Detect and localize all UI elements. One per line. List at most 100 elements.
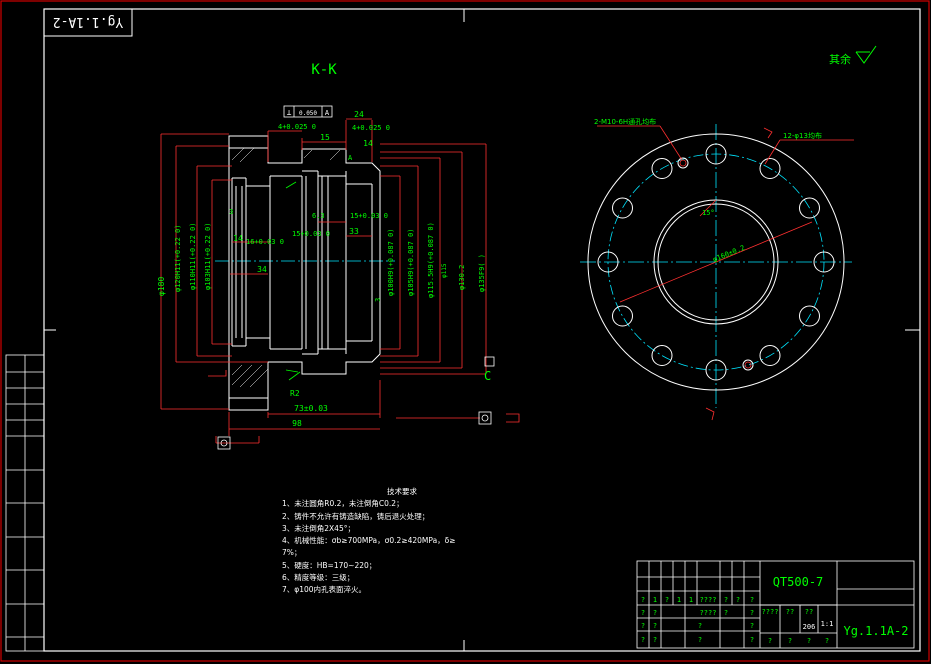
svg-text:?: ? bbox=[750, 622, 754, 630]
tech-item-2: 2、铸件不允许有铸造缺陷，铸后退火处理； bbox=[282, 511, 430, 521]
left-revision-table bbox=[5, 354, 45, 652]
title-block-texts: ? 1 ? 1 1 ???? ? ? ? ? ? ???? ? ? ? ? ? … bbox=[641, 596, 833, 645]
tech-item-4: 4、机械性能：σb≥700MPa，σ0.2≥420MPa，δ≥ bbox=[282, 536, 456, 546]
dim-4-right: 4+0.025 0 bbox=[352, 124, 390, 132]
technical-requirements: 技术要求 1、未注圆角R0.2，未注倒角C0.2； 2、铸件不允许有铸造缺陷，铸… bbox=[282, 486, 512, 597]
tech-item-5: 5、硬度：HB=170~220； bbox=[282, 560, 377, 570]
bolt-hole bbox=[651, 345, 673, 366]
dim-98: 98 bbox=[292, 419, 302, 428]
dim-r2: R2 bbox=[290, 389, 300, 398]
dim-6-3: 6.3 bbox=[312, 212, 325, 220]
svg-text:?: ? bbox=[750, 609, 754, 617]
bolt-hole bbox=[759, 345, 781, 366]
bolt-hole bbox=[651, 158, 673, 179]
bolt-holes bbox=[597, 143, 835, 381]
threaded-hole-bottom bbox=[742, 359, 754, 371]
tech-item-3: 3、未注倒角2X45°； bbox=[282, 523, 355, 533]
tech-requirements-title: 技术要求 bbox=[387, 487, 417, 496]
bolt-hole bbox=[705, 359, 727, 381]
tolerance-value: 0.050 bbox=[299, 110, 317, 117]
angle-label: 15° bbox=[702, 209, 715, 217]
bolt-hole bbox=[612, 305, 633, 327]
svg-text:????: ???? bbox=[700, 596, 717, 604]
roughness-symbol-icon bbox=[855, 45, 877, 64]
dim-4-left: 4+0.025 0 bbox=[278, 123, 316, 131]
datum-a-label: A bbox=[348, 154, 353, 162]
dim-15-tol-b: 15+0.03 0 bbox=[350, 212, 388, 220]
dim-d105: φ105H9(+0.087 0) bbox=[407, 229, 415, 296]
svg-text:1: 1 bbox=[653, 596, 657, 604]
end-view: 2-M10-6H通孔均布 12-φ13均布 φ160±0.2 15° bbox=[580, 117, 854, 421]
dim-16: 16+0.03 0 bbox=[246, 238, 284, 246]
roughness-note: 其余 bbox=[829, 52, 851, 66]
dim-d110: φ110H11(+0.22 0) bbox=[189, 223, 197, 290]
svg-text:??: ?? bbox=[786, 608, 794, 616]
bolt-circle bbox=[607, 153, 825, 371]
datum-c-label: C bbox=[484, 369, 491, 383]
svg-text:?: ? bbox=[736, 596, 740, 604]
svg-text:?: ? bbox=[653, 622, 657, 630]
drawing-code: Yg.1.1A-2 bbox=[843, 624, 908, 638]
svg-text:?: ? bbox=[641, 636, 645, 644]
dim-d103: φ103H11(+0.22 0) bbox=[204, 223, 212, 290]
tolerance-symbol: ⊥ bbox=[287, 108, 292, 117]
tolerance-datum: A bbox=[325, 109, 330, 117]
tech-item-4b: 7%； bbox=[282, 548, 302, 558]
dim-d100: φ100H9(+0.087 0) bbox=[387, 229, 395, 296]
svg-text:1:1: 1:1 bbox=[821, 620, 834, 628]
svg-text:?: ? bbox=[768, 637, 772, 645]
svg-text:?: ? bbox=[641, 609, 645, 617]
mirrored-drawing-code: Yg.1.1A-2 bbox=[53, 14, 123, 29]
mirrored-code-box bbox=[43, 8, 133, 37]
bolt-hole-note: 12-φ13均布 bbox=[783, 131, 822, 140]
dim-d135: φ135F9( ) bbox=[478, 254, 486, 292]
svg-text:?: ? bbox=[825, 637, 829, 645]
datum-circle-icon bbox=[220, 439, 228, 447]
section-view: ⊥ 0.050 A φ180 φ120H11(+0.22 0) φ110H11(… bbox=[157, 105, 520, 450]
svg-text:?: ? bbox=[641, 596, 645, 604]
tech-item-1: 1、未注圆角R0.2，未注倒角C0.2； bbox=[282, 499, 404, 509]
dim-3-vertical: 3 bbox=[374, 298, 382, 302]
bolt-hole bbox=[799, 197, 820, 219]
dim-d115: φ115 bbox=[441, 263, 448, 278]
sheet-number: 206 bbox=[803, 623, 816, 631]
svg-text:?: ? bbox=[750, 636, 754, 644]
datum-box-a bbox=[217, 436, 231, 450]
svg-text:?: ? bbox=[698, 636, 702, 644]
tech-item-7: 7、φ100内孔表面淬火。 bbox=[282, 585, 367, 595]
dim-d115-5: φ115.5H9(+0.087 0) bbox=[427, 222, 435, 298]
dim-3-left: 3 bbox=[229, 208, 233, 216]
svg-text:?: ? bbox=[653, 636, 657, 644]
bolt-hole bbox=[612, 197, 633, 219]
bolt-hole bbox=[799, 305, 820, 327]
datum-circle-c-icon bbox=[481, 414, 489, 422]
svg-text:??: ?? bbox=[805, 608, 813, 616]
dim-73: 73±0.03 bbox=[294, 404, 328, 413]
svg-text:?: ? bbox=[641, 622, 645, 630]
dim-d120: φ120H11(+0.22 0) bbox=[174, 225, 182, 292]
part-outline bbox=[228, 135, 381, 411]
svg-text:????: ???? bbox=[700, 609, 717, 617]
section-label: K-K bbox=[311, 62, 337, 78]
dim-34: 34 bbox=[257, 265, 267, 274]
datum-box-c bbox=[478, 411, 492, 425]
section-hatch bbox=[231, 147, 341, 388]
bore-circle-inner bbox=[657, 203, 775, 321]
dimension-lines bbox=[160, 118, 487, 444]
dim-15: 15 bbox=[320, 133, 330, 142]
dim-24: 24 bbox=[354, 110, 364, 119]
title-block-grid bbox=[636, 560, 915, 649]
dim-33: 33 bbox=[349, 227, 359, 236]
svg-text:?: ? bbox=[698, 622, 702, 630]
dim-14-left: 14 bbox=[233, 234, 243, 243]
tech-item-6: 6、精度等级：三级； bbox=[282, 573, 355, 583]
tolerance-frame bbox=[283, 105, 333, 118]
outer-flange-circle bbox=[587, 133, 845, 391]
svg-text:1: 1 bbox=[689, 596, 693, 604]
pcd-label: φ160±0.2 bbox=[712, 244, 746, 264]
bolt-hole bbox=[705, 143, 727, 165]
material-label: QT500-7 bbox=[773, 575, 824, 589]
bolt-hole bbox=[813, 251, 835, 273]
